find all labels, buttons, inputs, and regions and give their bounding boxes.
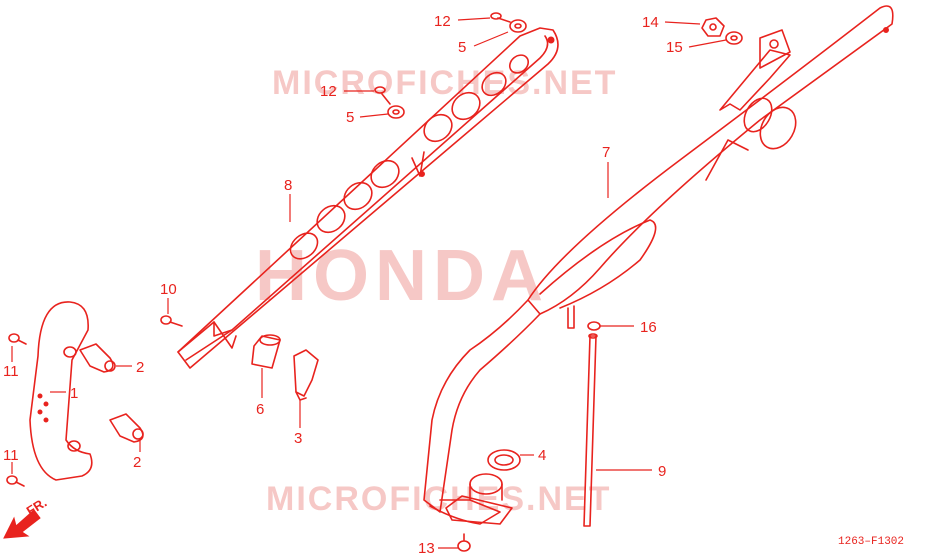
watermark-bottom: MICROFICHES.NET (266, 480, 611, 518)
front-label: FR. (24, 495, 50, 519)
clamp-upper-part (79, 343, 116, 373)
bolt-10-part (160, 315, 183, 327)
callout-16: 16 (640, 319, 657, 336)
arrow-front-icon (3, 509, 41, 539)
heat-shield-part (177, 27, 559, 369)
callout-12-upper: 12 (434, 13, 451, 30)
callout-2-lower: 2 (133, 454, 141, 471)
bolt-11-lower-part (6, 475, 25, 487)
muffler-part (423, 5, 894, 525)
callout-2-upper: 2 (136, 359, 144, 376)
washer-5-mid-part (387, 105, 405, 119)
bolt-12-upper-part (490, 12, 511, 23)
callout-1: 1 (70, 385, 78, 402)
front-direction-indicator: FR. (3, 495, 50, 539)
diagram-code: 1263–F1302 (838, 536, 904, 548)
callout-7: 7 (602, 144, 610, 161)
callout-5-upper: 5 (458, 39, 466, 56)
callout-10: 10 (160, 281, 177, 298)
callout-8: 8 (284, 177, 292, 194)
band-part (293, 349, 319, 401)
collar-part (251, 334, 281, 369)
callout-15: 15 (666, 39, 683, 56)
callout-4: 4 (538, 447, 546, 464)
callout-6: 6 (256, 401, 264, 418)
clamp-lower-part (109, 413, 144, 443)
bolt-11-upper-part (8, 333, 27, 345)
callout-11-upper: 11 (3, 363, 19, 380)
protector-part (29, 301, 93, 481)
bolt-13-part (457, 533, 471, 552)
callout-13: 13 (418, 540, 435, 557)
washer-5-upper-part (509, 19, 527, 33)
callout-9: 9 (658, 463, 666, 480)
bolt-16-part (587, 321, 601, 331)
callout-12-mid: 12 (320, 83, 337, 100)
callout-14: 14 (642, 14, 659, 31)
watermark-center: HONDA (255, 236, 549, 316)
bolt-12-mid-part (374, 86, 391, 105)
washer-15-part (725, 31, 743, 45)
callout-5-mid: 5 (346, 109, 354, 126)
gasket-part (487, 449, 521, 471)
watermark-top: MICROFICHES.NET (272, 64, 617, 102)
exhaust-joint-part (445, 473, 513, 525)
nut-14-part (701, 17, 725, 37)
stay-bar-part (583, 333, 598, 527)
callout-11-lower: 11 (3, 447, 19, 464)
callout-3: 3 (294, 430, 302, 447)
